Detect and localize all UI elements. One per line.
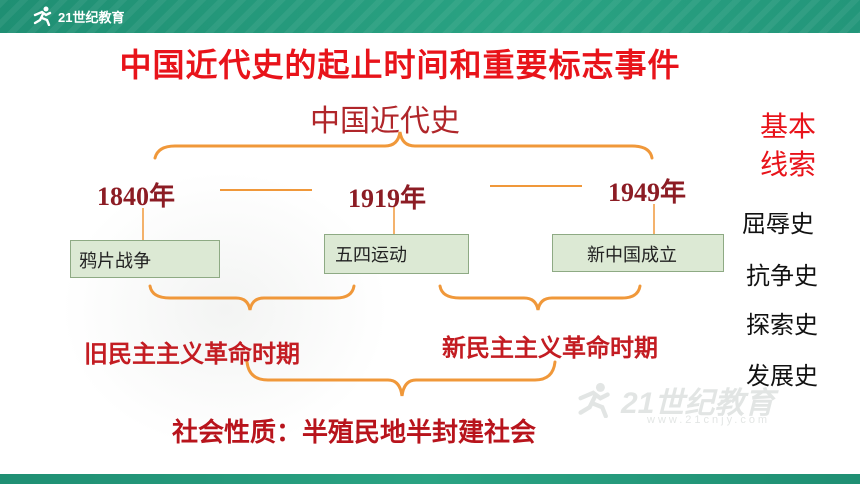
header-pattern (0, 0, 860, 33)
sidebar-title: 基本 线索 (752, 108, 824, 184)
year-1949: 1949年 (608, 178, 687, 207)
nature-brace (245, 360, 557, 397)
runner-icon (33, 6, 52, 26)
sidebar-title-line1: 基本 (759, 110, 816, 143)
watermark-url: www.21cnjy.com (647, 414, 771, 426)
sidebar-item-development: 发展史 (746, 362, 818, 390)
brand-logo-text: 21世纪教育 (58, 9, 125, 25)
year-1840: 1840年 (97, 182, 176, 211)
watermark: 21世纪教育 www.21cnjy.com (575, 378, 775, 426)
sidebar-item-resistance: 抗争史 (746, 262, 818, 290)
old-period-brace (148, 284, 356, 311)
event-new-china: 新中国成立 (552, 234, 724, 272)
era-brace (153, 131, 654, 160)
year-1919: 1919年 (348, 184, 427, 213)
watermark-text: 21世纪教育 (621, 387, 775, 420)
new-period-brace (438, 284, 642, 311)
event-opium-war: 鸦片战争 (70, 240, 220, 278)
era-label: 中国近代史 (310, 104, 460, 139)
sidebar-item-exploration: 探索史 (746, 311, 818, 339)
sidebar-title-line2: 线索 (759, 148, 816, 181)
slide-title: 中国近代史的起止时间和重要标志事件 (119, 46, 681, 84)
watermark-runner-icon (578, 382, 610, 418)
sidebar-item-humiliation: 屈辱史 (742, 210, 814, 238)
footer-bar (0, 474, 860, 484)
header-bar: 21世纪教育 (0, 0, 860, 33)
period-new-democratic: 新民主主义革命时期 (442, 334, 658, 362)
background-book-image (60, 170, 390, 450)
period-old-democratic: 旧民主主义革命时期 (84, 340, 300, 368)
event-may-fourth: 五四运动 (324, 234, 469, 274)
brand-logo: 21世纪教育 (32, 5, 124, 27)
social-nature: 社会性质：半殖民地半封建社会 (172, 418, 537, 448)
